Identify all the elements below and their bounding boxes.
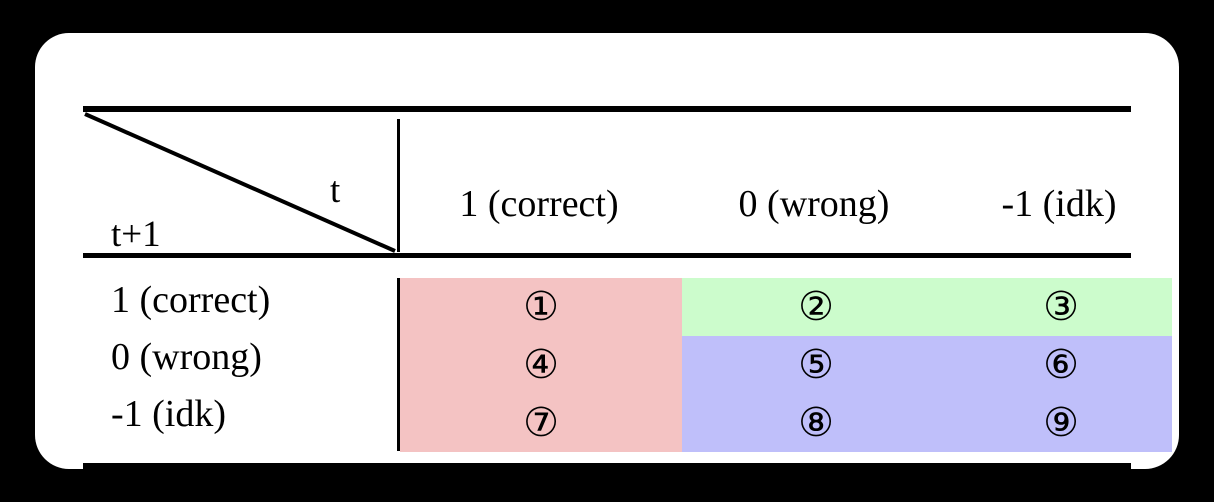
row-header-0-wrong: 0 (wrong) — [111, 336, 262, 378]
column-header-minus1-idk: -1 (idk) — [1001, 183, 1117, 225]
table-bottom-rule — [83, 463, 1131, 469]
table-cell: ④ — [400, 336, 682, 394]
row-header-minus1-idk: -1 (idk) — [111, 393, 227, 435]
row-header-1-correct: 1 (correct) — [111, 279, 271, 321]
confusion-matrix-table: t t+1 1 (correct) 0 (wrong) -1 (idk) 1 (… — [83, 73, 1172, 469]
table-top-rule — [83, 106, 1131, 112]
diagonal-divider-icon — [84, 112, 396, 253]
table-cell: ① — [400, 278, 682, 336]
table-cell: ⑤ — [682, 336, 950, 394]
column-header-1-correct: 1 (correct) — [459, 183, 619, 225]
table-cell: ⑦ — [400, 394, 682, 452]
table-cell: ⑨ — [950, 394, 1172, 452]
column-header-0-wrong: 0 (wrong) — [738, 183, 890, 225]
corner-label-t: t — [330, 170, 341, 211]
table-cell: ⑥ — [950, 336, 1172, 394]
table-cell: ② — [682, 278, 950, 336]
table-cell: ③ — [950, 278, 1172, 336]
body-vertical-divider — [397, 278, 400, 451]
corner-header-cell: t t+1 — [83, 112, 397, 253]
header-vertical-divider — [397, 119, 400, 252]
table-cell: ⑧ — [682, 394, 950, 452]
table-mid-rule — [83, 253, 1131, 258]
white-card-panel: t t+1 1 (correct) 0 (wrong) -1 (idk) 1 (… — [35, 33, 1179, 469]
corner-label-t-plus-1: t+1 — [111, 214, 161, 255]
